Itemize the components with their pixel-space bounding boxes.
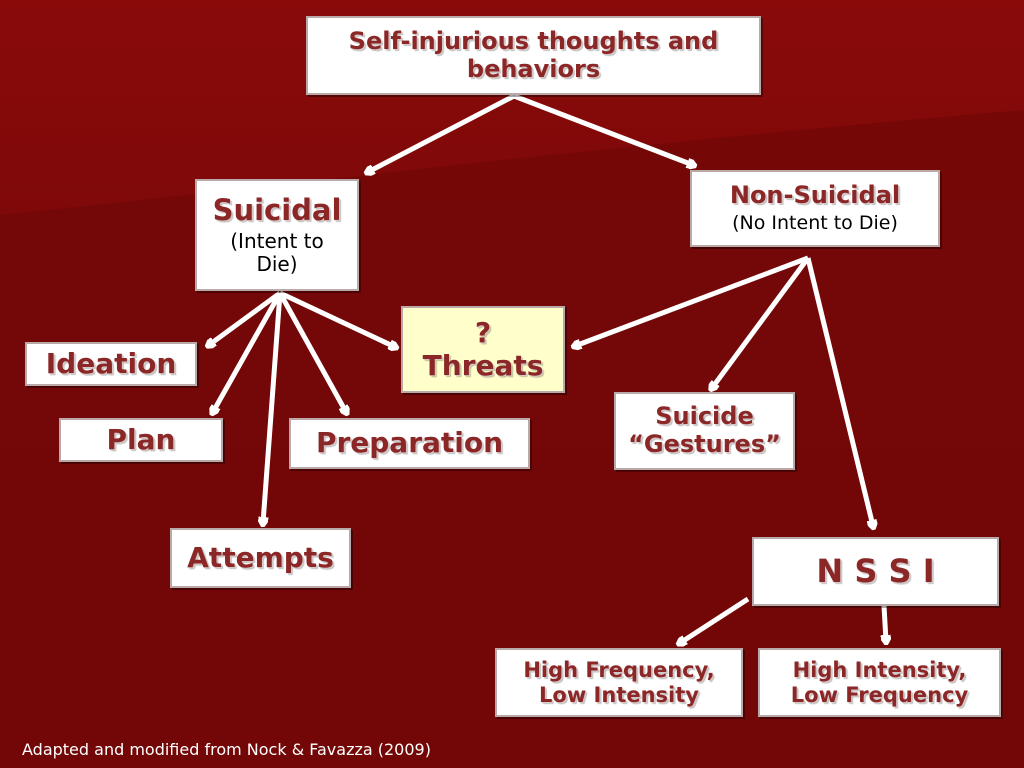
root-node: Self-injurious thoughts and behaviors [306, 16, 761, 95]
attempts-node: Attempts [170, 528, 351, 588]
high-intensity-node: High Intensity, Low Frequency [758, 648, 1001, 717]
arrow-suicidal-to-plan [213, 291, 283, 412]
suicide-gestures-node: Suicide “Gestures” [614, 392, 795, 470]
non-suicidal-sub: (No Intent to Die) [732, 211, 898, 234]
arrow-suicidal-to-threats [278, 290, 395, 347]
preparation-label: Preparation [315, 426, 504, 460]
suicidal-title: Suicidal [212, 192, 342, 227]
root-node-line1: Self-injurious thoughts and [348, 26, 719, 55]
high-frequency-line1: High Frequency, [523, 658, 715, 683]
arrow-non-suicidal-to-threats [575, 255, 809, 346]
arrow-suicidal-to-ideation [209, 290, 282, 345]
arrow-suicidal-to-attempts [263, 292, 283, 523]
threats-line2: Threats [422, 348, 544, 382]
gestures-line1: Suicide [655, 402, 754, 431]
high-frequency-line2: Low Intensity [539, 682, 699, 707]
root-node-line2: behaviors [466, 54, 601, 83]
suicidal-sub-line1: (Intent to [230, 229, 324, 254]
high-intensity-line1: High Intensity, [792, 658, 967, 683]
suicidal-sub-line2: Die) [256, 252, 298, 277]
threats-node: ? Threats [401, 306, 565, 393]
high-frequency-node: High Frequency, Low Intensity [495, 648, 743, 717]
non-suicidal-node: Non-Suicidal (No Intent to Die) [690, 170, 940, 247]
high-intensity-line2: Low Frequency [790, 682, 969, 707]
source-caption: Adapted and modified from Nock & Favazza… [22, 740, 431, 759]
arrow-root-to-suicidal [368, 93, 516, 172]
ideation-label: Ideation [45, 346, 177, 380]
arrow-nssi-to-high-intensity [884, 605, 886, 641]
threats-line1: ? [474, 316, 492, 350]
nssi-label: N S S I [816, 552, 935, 591]
arrow-suicidal-to-preparation [277, 291, 346, 412]
non-suicidal-title: Non-Suicidal [729, 181, 901, 210]
suicidal-node: Suicidal (Intent to Die) [195, 179, 359, 291]
arrow-non-suicidal-to-nssi [805, 257, 873, 526]
nssi-node: N S S I [752, 537, 999, 606]
ideation-node: Ideation [25, 342, 197, 386]
arrow-nssi-to-high-frequency [680, 596, 750, 643]
arrow-root-to-non-suicidal [513, 93, 693, 165]
attempts-label: Attempts [187, 540, 334, 574]
plan-node: Plan [59, 418, 223, 462]
gestures-line2: “Gestures” [628, 430, 781, 458]
arrow-non-suicidal-to-gestures [712, 256, 811, 388]
plan-label: Plan [106, 422, 176, 456]
preparation-node: Preparation [289, 418, 530, 469]
